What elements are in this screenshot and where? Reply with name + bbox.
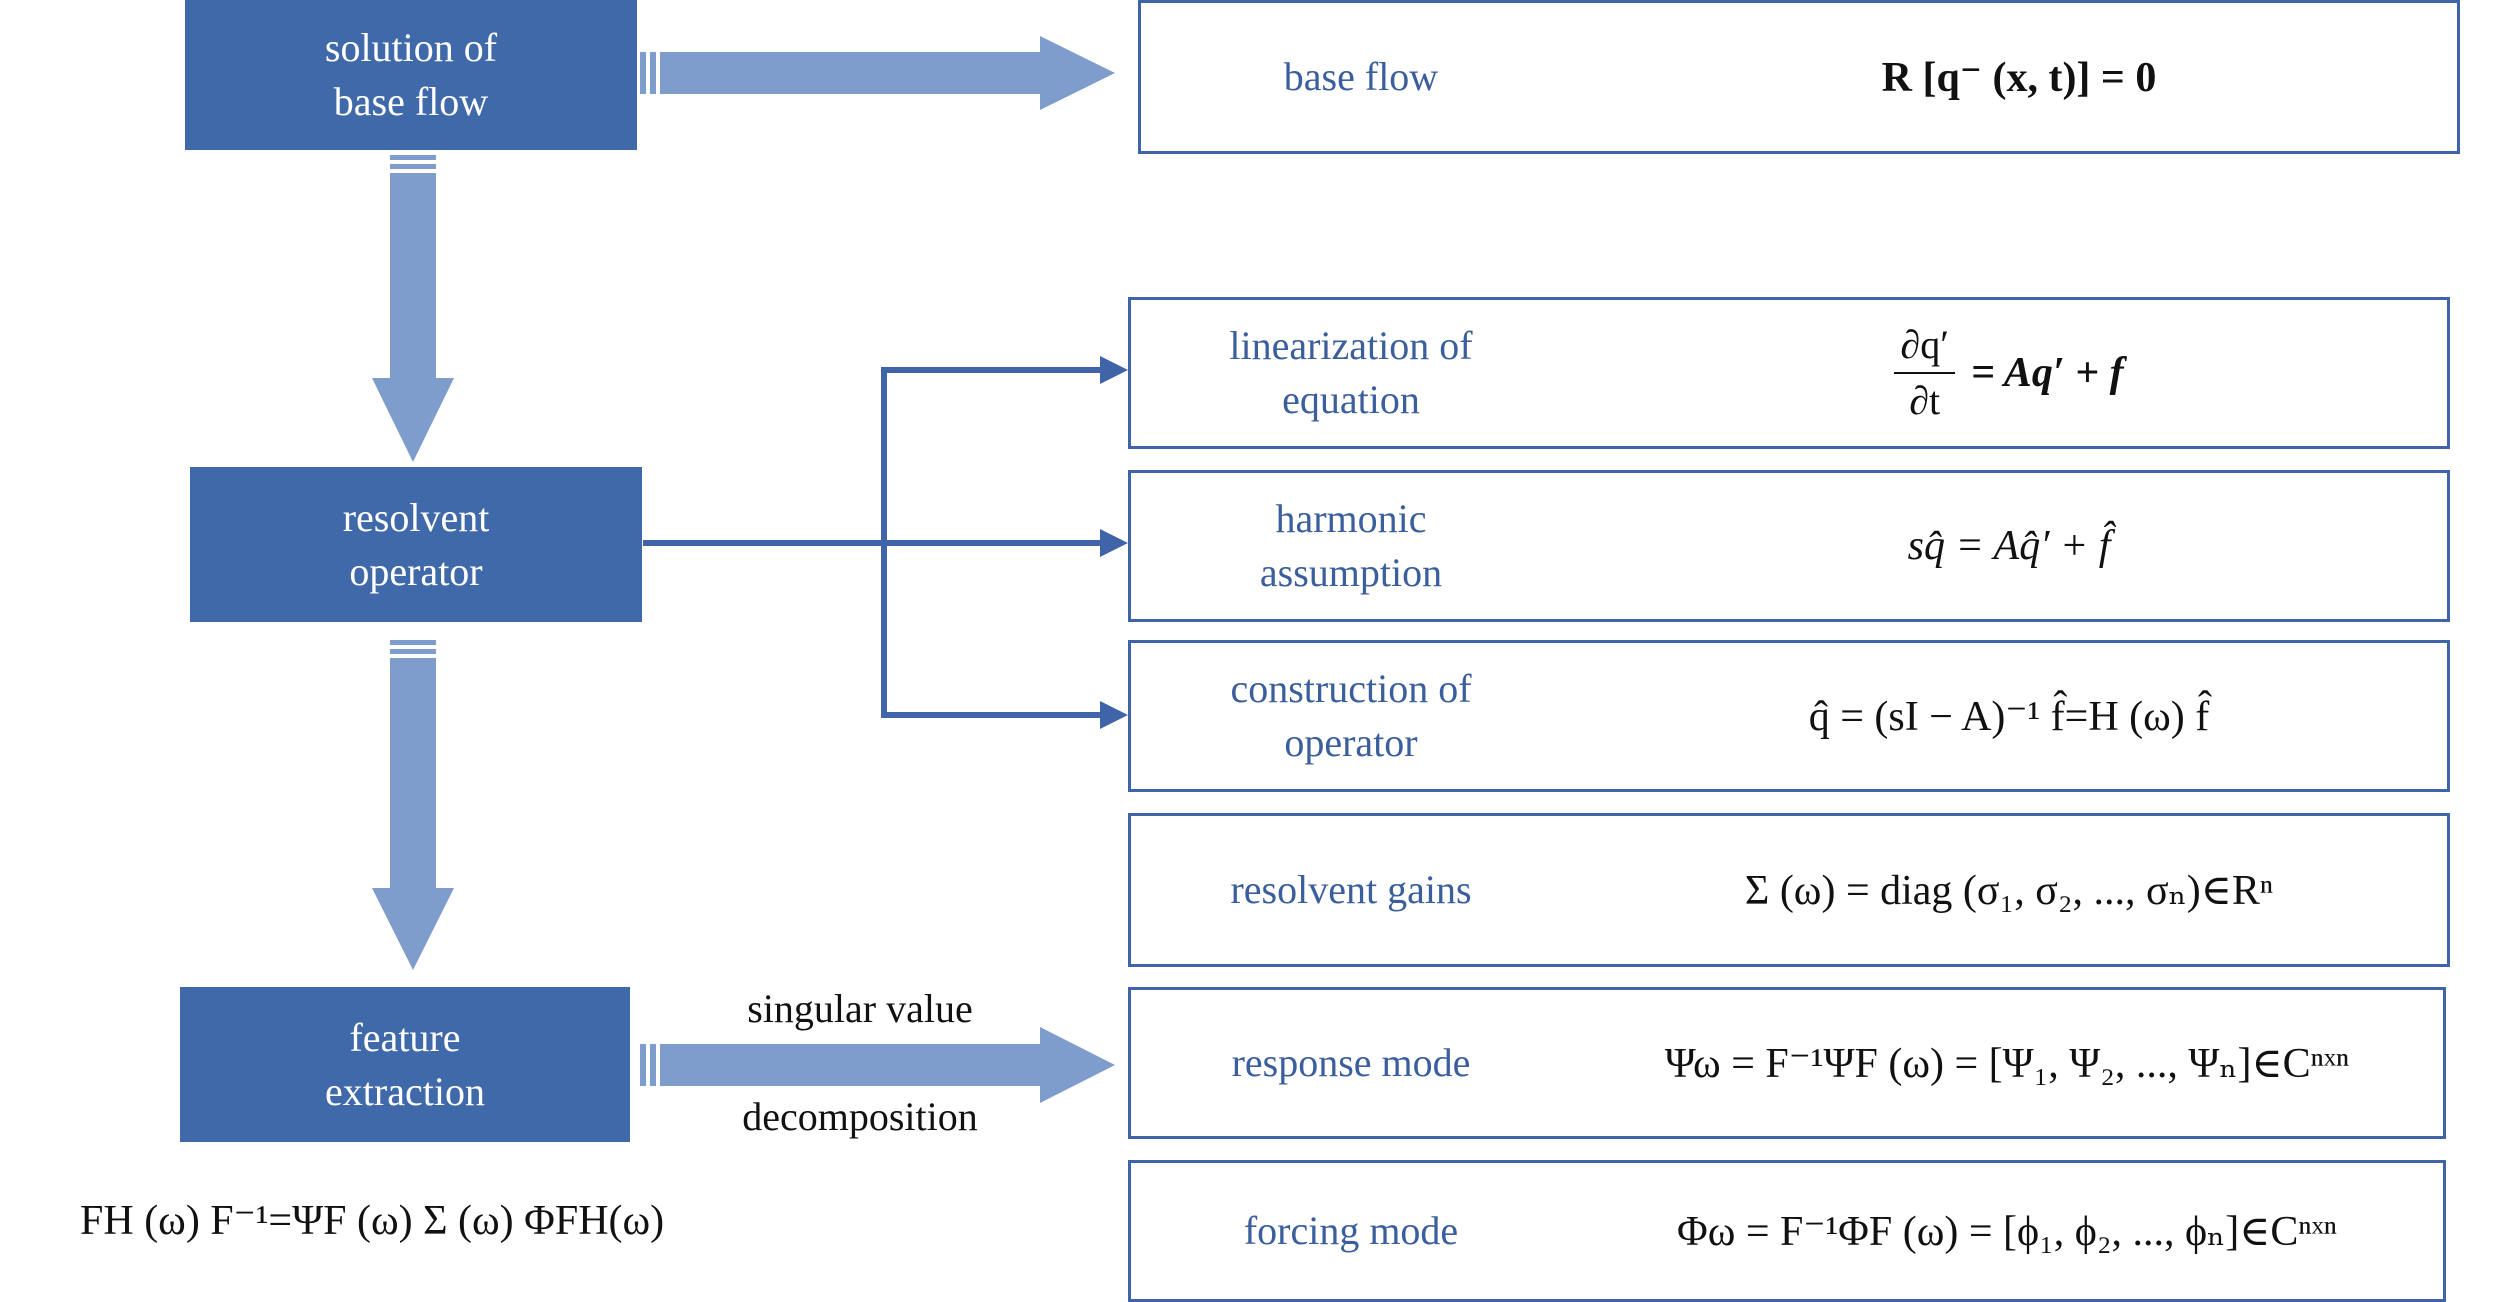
result-label: harmonic assumption — [1131, 473, 1571, 619]
result-label-line2: equation — [1282, 377, 1420, 422]
resolvent-operator-box: resolvent operator — [190, 467, 642, 622]
result-box-base-flow: base flow R [q⁻ (x, t)] = 0 — [1138, 0, 2460, 154]
result-formula: Φω = F⁻¹ΦF (ω) = [ϕ₁, ϕ₂, ..., ϕₙ]∈Cⁿˣⁿ — [1677, 1209, 2337, 1255]
result-box-harmonic: harmonic assumption sq̂ = Aq̂′ + f̂ — [1128, 470, 2450, 622]
result-formula: R [q⁻ (x, t)] = 0 — [1881, 55, 2157, 101]
result-box-linearization: linearization of equation ∂q′ ∂t = Aq′ +… — [1128, 297, 2450, 449]
step-label-line2: operator — [349, 548, 483, 594]
result-formula: sq̂ = Aq̂′ + f̂ — [1907, 523, 2111, 569]
arrow-to-feature — [372, 640, 454, 970]
result-box-response-mode: response mode Ψω = F⁻¹ΨF (ω) = [Ψ₁, Ψ₂, … — [1128, 987, 2446, 1139]
arrow-svd — [640, 1027, 1115, 1103]
result-box-resolvent-gains: resolvent gains Σ (ω) = diag (σ₁, σ₂, ..… — [1128, 813, 2450, 967]
step-label-line1: resolvent — [342, 494, 490, 540]
result-formula: ∂q′ ∂t = Aq′ + f — [1571, 300, 2447, 446]
result-label-line2: operator — [1284, 720, 1418, 765]
connector-arrowheads — [1100, 356, 1128, 729]
result-label: linearization of equation — [1131, 300, 1571, 446]
svd-formula: FH (ω) F⁻¹=ΨF (ω) Σ (ω) ΦFH(ω) — [80, 1198, 665, 1244]
result-label: resolvent gains — [1131, 816, 1571, 964]
result-label: response mode — [1131, 990, 1571, 1136]
formula-fraction: ∂q′ ∂t — [1894, 322, 1955, 424]
result-label: base flow — [1141, 3, 1581, 151]
result-label-line1: construction of — [1230, 666, 1472, 711]
result-label-line1: linearization of — [1229, 323, 1473, 368]
result-label-line1: forcing mode — [1243, 1208, 1459, 1253]
result-formula: q̂ = (sI − A)⁻¹ f̂=H (ω) f̂ — [1808, 694, 2210, 740]
fraction-numerator: ∂q′ — [1894, 322, 1955, 374]
step-label-line2: base flow — [333, 79, 489, 124]
arrow-to-resolvent — [372, 155, 454, 462]
result-label: construction of operator — [1131, 643, 1571, 789]
solution-of-base-flow-box: solution of base flow — [185, 0, 637, 150]
step-label-line2: extraction — [325, 1068, 485, 1114]
result-formula: Ψω = F⁻¹ΨF (ω) = [Ψ₁, Ψ₂, ..., Ψₙ]∈Cⁿˣⁿ — [1664, 1041, 2350, 1087]
result-label: forcing mode — [1131, 1163, 1571, 1299]
result-box-construction: construction of operator q̂ = (sI − A)⁻¹… — [1128, 640, 2450, 792]
result-formula: Σ (ω) = diag (σ₁, σ₂, ..., σₙ)∈Rⁿ — [1744, 868, 2274, 914]
result-label-line1: response mode — [1231, 1040, 1471, 1085]
result-label-line1: base flow — [1283, 54, 1439, 99]
arrow-to-base-flow — [640, 36, 1115, 110]
resolvent-connectors — [643, 367, 1100, 718]
step-label-line1: feature — [349, 1014, 461, 1060]
result-label-line2: assumption — [1259, 550, 1443, 595]
svd-label-line1: singular value — [747, 986, 973, 1031]
result-label-line1: resolvent gains — [1230, 867, 1472, 912]
result-label-line1: harmonic — [1275, 496, 1427, 541]
feature-extraction-box: feature extraction — [180, 987, 630, 1142]
svd-label-line2: decomposition — [742, 1094, 978, 1139]
result-box-forcing-mode: forcing mode Φω = F⁻¹ΦF (ω) = [ϕ₁, ϕ₂, .… — [1128, 1160, 2446, 1302]
formula-rest: = Aq′ + f — [1970, 350, 2124, 396]
fraction-denominator: ∂t — [1909, 378, 1941, 423]
step-label-line1: solution of — [324, 25, 498, 70]
